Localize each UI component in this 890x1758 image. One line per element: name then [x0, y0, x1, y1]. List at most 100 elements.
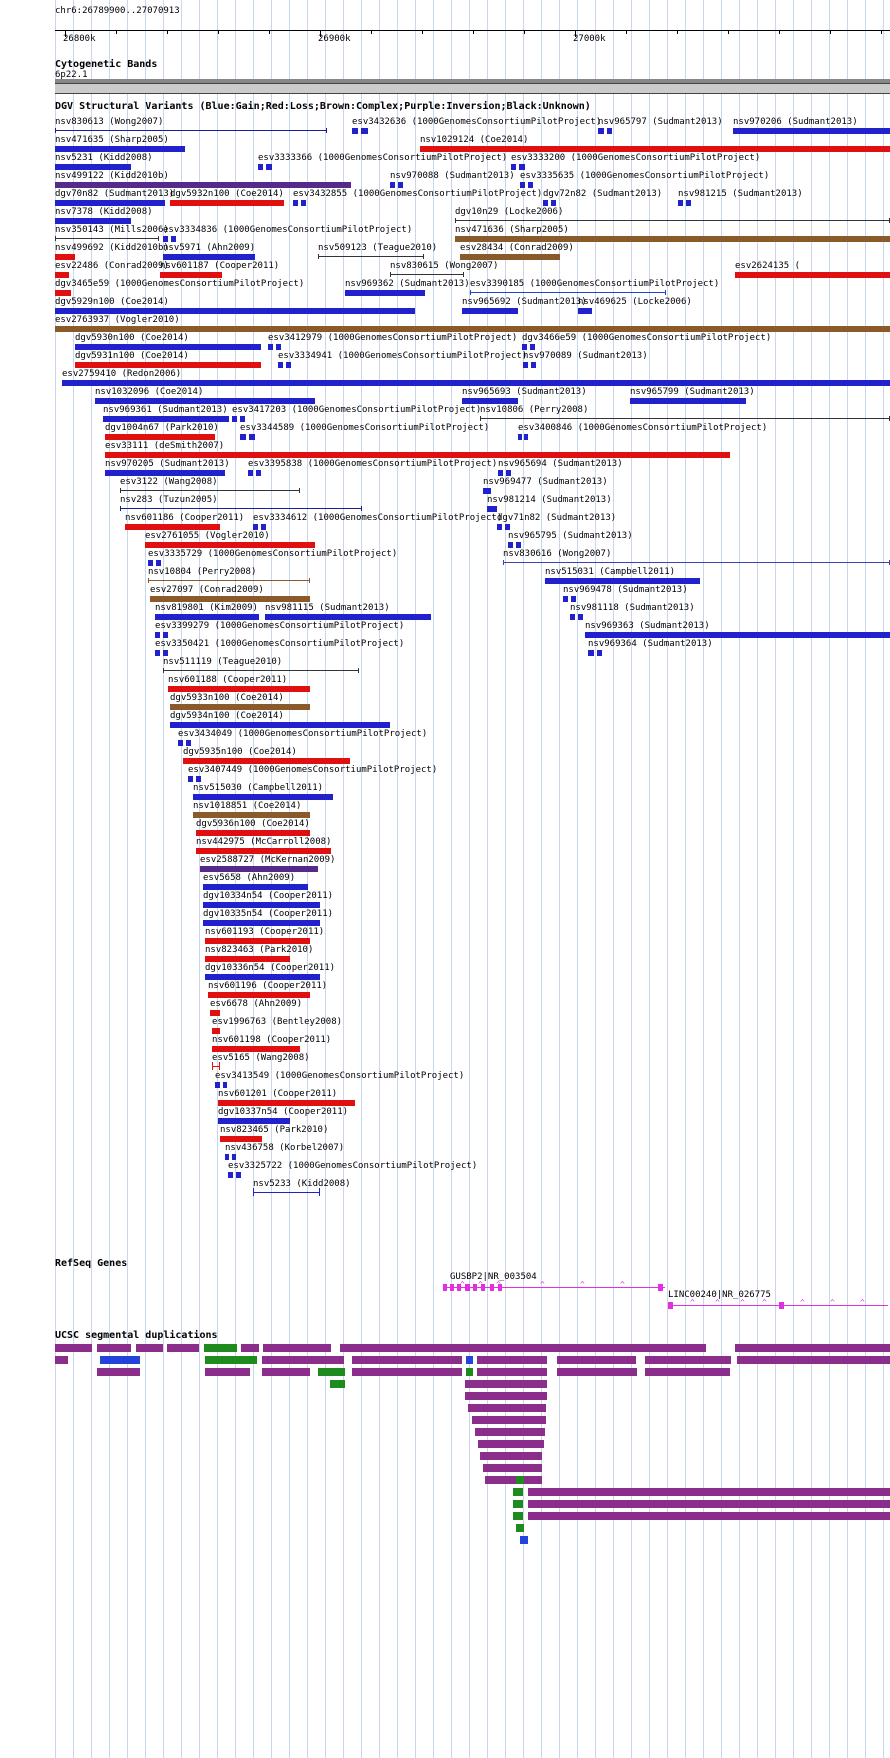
- variant-label[interactable]: nsv981215 (Sudmant2013): [678, 189, 803, 199]
- variant-label[interactable]: esv5658 (Ahn2009): [203, 873, 296, 883]
- variant-glyph[interactable]: [203, 920, 320, 926]
- variant-glyph[interactable]: [120, 508, 362, 509]
- variant-label[interactable]: nsv830616 (Wong2007): [503, 549, 612, 559]
- variant-glyph[interactable]: [278, 362, 283, 368]
- variant-glyph[interactable]: [522, 344, 527, 350]
- variant-glyph[interactable]: [588, 650, 594, 656]
- variant-label[interactable]: esv3432636 (1000GenomesConsortiumPilotPr…: [352, 117, 602, 127]
- segdup-bar[interactable]: [516, 1476, 524, 1484]
- variant-glyph[interactable]: [163, 670, 359, 671]
- segdup-bar[interactable]: [465, 1392, 547, 1400]
- variant-glyph[interactable]: [524, 434, 528, 440]
- variant-label[interactable]: esv3344589 (1000GenomesConsortiumPilotPr…: [240, 423, 490, 433]
- variant-glyph[interactable]: [208, 992, 310, 998]
- variant-label[interactable]: nsv830613 (Wong2007): [55, 117, 164, 127]
- variant-glyph[interactable]: [55, 130, 327, 131]
- variant-glyph[interactable]: [205, 974, 320, 980]
- gene-exon[interactable]: [443, 1284, 447, 1291]
- variant-glyph[interactable]: [571, 596, 576, 602]
- variant-glyph[interactable]: [215, 1082, 220, 1088]
- variant-label[interactable]: dgv5935n100 (Coe2014): [183, 747, 297, 757]
- variant-glyph[interactable]: [105, 452, 730, 458]
- gene-exon[interactable]: [668, 1302, 673, 1309]
- variant-label[interactable]: nsv515031 (Campbell2011): [545, 567, 676, 577]
- variant-label[interactable]: nsv981118 (Sudmant2013): [570, 603, 695, 613]
- variant-glyph[interactable]: [248, 470, 253, 476]
- variant-glyph[interactable]: [630, 398, 746, 404]
- variant-glyph[interactable]: [205, 938, 310, 944]
- variant-glyph[interactable]: [186, 740, 191, 746]
- variant-glyph[interactable]: [735, 272, 890, 278]
- variant-label[interactable]: esv3122 (Wang2008): [120, 477, 218, 487]
- variant-label[interactable]: nsv471635 (Sharp2005): [55, 135, 169, 145]
- variant-glyph[interactable]: [212, 1066, 220, 1067]
- variant-label[interactable]: esv27097 (Conrad2009): [150, 585, 264, 595]
- variant-glyph[interactable]: [155, 632, 160, 638]
- variant-label[interactable]: esv2624135 (: [735, 261, 801, 271]
- variant-glyph[interactable]: [55, 182, 351, 188]
- segdup-bar[interactable]: [205, 1356, 257, 1364]
- variant-label[interactable]: esv3412979 (1000GenomesConsortiumPilotPr…: [268, 333, 518, 343]
- variant-glyph[interactable]: [597, 650, 602, 656]
- variant-glyph[interactable]: [163, 236, 168, 242]
- variant-label[interactable]: dgv5930n100 (Coe2014): [75, 333, 189, 343]
- variant-label[interactable]: nsv511119 (Teague2010): [163, 657, 283, 667]
- variant-label[interactable]: nsv819801 (Kim2009): [155, 603, 258, 613]
- variant-label[interactable]: esv3334941 (1000GenomesConsortiumPilotPr…: [278, 351, 528, 361]
- gene-exon[interactable]: [450, 1284, 454, 1291]
- variant-label[interactable]: esv22486 (Conrad2009): [55, 261, 169, 271]
- segdup-bar[interactable]: [528, 1488, 890, 1496]
- variant-glyph[interactable]: [462, 308, 518, 314]
- segdup-bar[interactable]: [340, 1344, 706, 1352]
- variant-label[interactable]: nsv1029124 (Coe2014): [420, 135, 529, 145]
- segdup-bar[interactable]: [241, 1344, 259, 1352]
- variant-glyph[interactable]: [265, 614, 431, 620]
- segdup-bar[interactable]: [262, 1356, 344, 1364]
- variant-glyph[interactable]: [95, 398, 315, 404]
- segdup-bar[interactable]: [204, 1344, 237, 1352]
- gene-line[interactable]: [443, 1287, 665, 1288]
- segdup-bar[interactable]: [483, 1464, 542, 1472]
- variant-glyph[interactable]: [105, 470, 225, 476]
- variant-glyph[interactable]: [170, 704, 310, 710]
- variant-label[interactable]: nsv969361 (Sudmant2013): [103, 405, 228, 415]
- variant-label[interactable]: dgv10334n54 (Cooper2011): [203, 891, 334, 901]
- gene-exon[interactable]: [481, 1284, 485, 1291]
- segdup-bar[interactable]: [472, 1416, 546, 1424]
- segdup-bar[interactable]: [478, 1440, 544, 1448]
- variant-label[interactable]: nsv969362 (Sudmant2013): [345, 279, 470, 289]
- segdup-bar[interactable]: [318, 1368, 345, 1376]
- variant-glyph[interactable]: [183, 758, 350, 764]
- variant-label[interactable]: nsv499692 (Kidd2010b): [55, 243, 169, 253]
- gene-line[interactable]: [668, 1305, 888, 1306]
- variant-label[interactable]: nsv970089 (Sudmant2013): [523, 351, 648, 361]
- variant-label[interactable]: nsv601187 (Cooper2011): [160, 261, 280, 271]
- variant-label[interactable]: nsv515030 (Campbell2011): [193, 783, 324, 793]
- variant-glyph[interactable]: [225, 1154, 229, 1160]
- variant-label[interactable]: esv3417203 (1000GenomesConsortiumPilotPr…: [232, 405, 482, 415]
- variant-label[interactable]: esv2759410 (Redon2006): [62, 369, 182, 379]
- variant-glyph[interactable]: [511, 164, 516, 170]
- variant-label[interactable]: nsv436758 (Korbel2007): [225, 1143, 345, 1153]
- variant-glyph[interactable]: [266, 164, 272, 170]
- variant-glyph[interactable]: [585, 632, 890, 638]
- variant-glyph[interactable]: [196, 848, 331, 854]
- variant-glyph[interactable]: [528, 182, 533, 188]
- variant-glyph[interactable]: [530, 344, 535, 350]
- variant-label[interactable]: esv3334836 (1000GenomesConsortiumPilotPr…: [163, 225, 413, 235]
- variant-label[interactable]: nsv965694 (Sudmant2013): [498, 459, 623, 469]
- segdup-bar[interactable]: [485, 1476, 542, 1484]
- variant-label[interactable]: esv3400846 (1000GenomesConsortiumPilotPr…: [518, 423, 768, 433]
- variant-glyph[interactable]: [193, 812, 310, 818]
- variant-glyph[interactable]: [607, 128, 612, 134]
- variant-label[interactable]: nsv601196 (Cooper2011): [208, 981, 328, 991]
- variant-label[interactable]: esv3413549 (1000GenomesConsortiumPilotPr…: [215, 1071, 465, 1081]
- variant-label[interactable]: nsv970088 (Sudmant2013): [390, 171, 515, 181]
- variant-glyph[interactable]: [455, 236, 890, 242]
- variant-glyph[interactable]: [218, 1100, 355, 1106]
- variant-label[interactable]: esv3335729 (1000GenomesConsortiumPilotPr…: [148, 549, 398, 559]
- variant-glyph[interactable]: [188, 776, 193, 782]
- variant-glyph[interactable]: [125, 524, 220, 530]
- variant-label[interactable]: nsv969478 (Sudmant2013): [563, 585, 688, 595]
- variant-glyph[interactable]: [232, 1154, 236, 1160]
